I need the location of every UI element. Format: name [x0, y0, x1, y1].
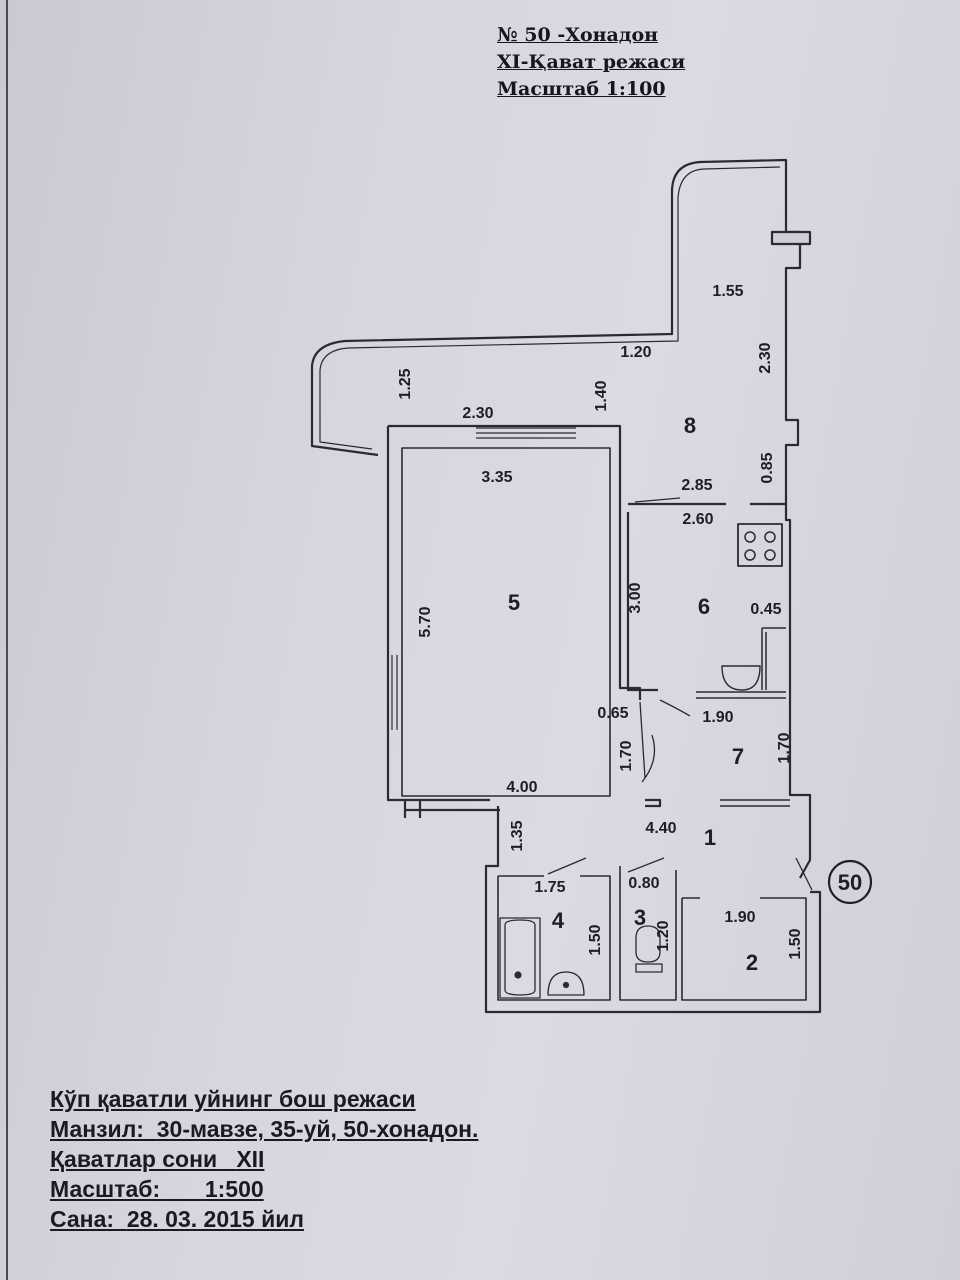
dim-room6-left: 3.00 [627, 582, 644, 613]
room4-sink [547, 971, 585, 996]
room2 [681, 897, 807, 1001]
dim-corridor-small: 0.65 [597, 705, 628, 722]
footer-address: Манзил: 30-мавзе, 35-уй, 50-хонадон. [50, 1114, 650, 1144]
room7-door-swing [659, 699, 691, 717]
scale-label: Масштаб: [50, 1176, 161, 1202]
dim-room4-width: 1.75 [534, 879, 565, 896]
page-border-line [6, 0, 8, 1280]
room-number-6: 6 [698, 594, 710, 619]
dim-room2-width: 1.90 [724, 909, 755, 926]
apartment-number: № 50 -Хонадон [497, 24, 659, 46]
apartment-badge: 50 [838, 870, 862, 895]
dim-room4-height: 1.50 [587, 924, 604, 955]
balcony-outline [310, 158, 788, 457]
date-value: 28. 03. 2015 йил [126, 1206, 304, 1232]
entry-door [795, 857, 813, 891]
bathtub [499, 917, 541, 999]
plan-scale: Масштаб 1:100 [497, 78, 666, 100]
dim-room7-right: 1.70 [776, 732, 793, 763]
column-top [770, 230, 812, 246]
window-left [391, 655, 398, 730]
address-value: 30-мавзе, 35-уй, 50-хонадон. [156, 1116, 479, 1142]
footer-floors: Қаватлар сони XII [50, 1144, 650, 1174]
plan-footer: Кўп қаватли уйнинг бош режаси Манзил: 30… [50, 1084, 650, 1234]
footer-title: Кўп қаватли уйнинг бош режаси [50, 1086, 416, 1112]
floor-plan-title: XI-Қават режаси [497, 51, 686, 73]
dim-hall-left: 1.35 [509, 820, 526, 851]
dim-balcony-right: 2.30 [757, 342, 774, 373]
dim-room6-right: 0.45 [750, 601, 781, 618]
toilet [635, 925, 663, 973]
kitchen-sink [721, 665, 761, 691]
dim-room2-height: 1.50 [787, 928, 804, 959]
dim-room5-left: 5.70 [417, 606, 434, 637]
balcony-inner-rail [319, 166, 781, 450]
dim-corridor-door: 1.70 [618, 740, 635, 771]
date-label: Сана: [50, 1206, 115, 1232]
room-number-2: 2 [746, 950, 758, 975]
scale-value: 1:500 [204, 1176, 264, 1202]
window-top [476, 427, 576, 439]
room5-door-swing [639, 701, 656, 783]
dim-room6-top-a: 2.85 [681, 477, 712, 494]
exterior-wall-right [784, 230, 812, 879]
dim-balcony-inner: 1.40 [593, 380, 610, 411]
room-number-7: 7 [732, 744, 744, 769]
lower-block-outline [484, 806, 822, 1014]
dim-balcony-left: 1.25 [397, 368, 414, 399]
room6-door [634, 497, 681, 503]
room4-door [547, 857, 587, 875]
room3-door [627, 857, 665, 873]
corridor-wall-2 [645, 798, 662, 808]
room-number-5: 5 [508, 590, 520, 615]
dim-room5-top: 3.35 [481, 469, 512, 486]
floors-label: Қаватлар сони [50, 1146, 218, 1172]
dim-room5-bottom: 4.00 [506, 779, 537, 796]
room3 [619, 866, 677, 1001]
address-label: Манзил: [50, 1116, 144, 1142]
floors-value: XII [236, 1146, 265, 1172]
room6-walls [618, 446, 658, 700]
stove [737, 523, 783, 567]
dim-room3-width: 0.80 [628, 875, 659, 892]
dim-room7-top: 1.90 [702, 709, 733, 726]
dim-hall-width: 4.40 [645, 820, 676, 837]
plan-header: № 50 -Хонадон XI-Қават режаси Масштаб 1:… [497, 22, 797, 103]
dim-room6-top-b: 2.60 [682, 511, 713, 528]
room-number-1: 1 [704, 825, 716, 850]
room4 [497, 875, 611, 1001]
apartment-badge-circle [827, 859, 873, 905]
dim-balcony-top: 1.55 [712, 283, 743, 300]
room5-inner [401, 447, 611, 797]
dim-balcony-bottom: 2.30 [462, 405, 493, 422]
dim-room3-height: 1.20 [655, 920, 672, 951]
exterior-wall-top [388, 424, 622, 446]
footer-scale: Масштаб: 1:500 [50, 1174, 650, 1204]
corridor-wall [405, 798, 500, 818]
footer-date: Сана: 28. 03. 2015 йил [50, 1204, 650, 1234]
shaft [761, 627, 786, 690]
kitchen-wall-bottom [696, 691, 786, 699]
room-number-4: 4 [552, 908, 565, 933]
dim-room8-side: 0.85 [759, 452, 776, 483]
dim-balcony-mid: 1.20 [620, 344, 651, 361]
room-number-8: 8 [684, 413, 696, 438]
hall-top-wall [720, 799, 790, 807]
room-number-3: 3 [634, 905, 646, 930]
